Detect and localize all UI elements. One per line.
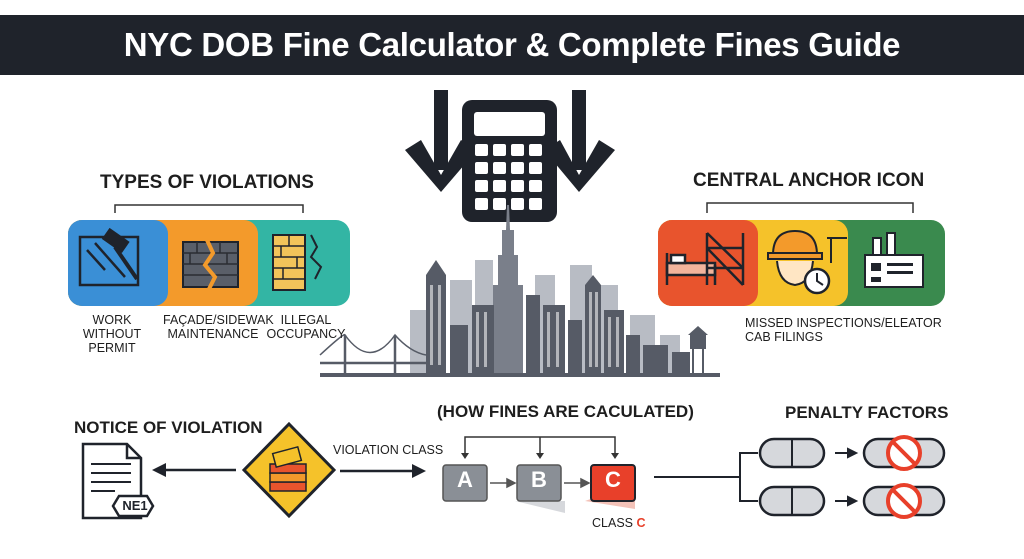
flow-arrow-icon bbox=[490, 477, 591, 489]
arrow-right-icon bbox=[340, 464, 426, 478]
notice-document-icon bbox=[81, 442, 155, 520]
center-graphic bbox=[319, 90, 720, 377]
page-title: NYC DOB Fine Calculator & Complete Fines… bbox=[123, 26, 901, 63]
class-caption-prefix: CLASS bbox=[592, 516, 633, 530]
stamp-badge-icon bbox=[111, 494, 155, 518]
class-a-box bbox=[442, 464, 488, 502]
violation-class-label: VIOLATION CLASS bbox=[333, 443, 444, 457]
blueprint-hammer-icon bbox=[78, 227, 140, 287]
class-caption-letter: C bbox=[636, 516, 646, 530]
title-banner bbox=[0, 15, 1024, 75]
work-without-permit-caption: WORK WITHOUT PERMIT bbox=[82, 313, 142, 355]
violation-types-panel bbox=[68, 204, 350, 306]
no-sign-icon bbox=[886, 435, 922, 519]
class-b-box bbox=[516, 464, 562, 502]
stamp-text: NE1 bbox=[122, 498, 148, 513]
down-arrow-right-icon bbox=[544, 90, 615, 192]
warning-diamond-icon bbox=[241, 421, 337, 519]
calculator-icon bbox=[462, 100, 557, 222]
class-c-label: C bbox=[605, 467, 621, 492]
class-a-label: A bbox=[457, 467, 473, 492]
small-arrow-icon bbox=[835, 447, 859, 507]
illegal-occupancy-caption: ILLEGAL OCCUPANCY bbox=[266, 313, 346, 341]
cracked-brick-wall-icon bbox=[272, 234, 323, 291]
bed-scaffold-icon bbox=[665, 232, 745, 286]
arrow-left-icon bbox=[152, 463, 236, 477]
penalty-factors-heading: PENALTY FACTORS bbox=[785, 403, 949, 422]
how-fines-heading: (HOW FINES ARE CACULATED) bbox=[437, 402, 694, 421]
worker-clock-icon bbox=[767, 229, 847, 295]
facade-maintenance-caption: FAÇADE/SIDEWAK MAINTENANCE bbox=[163, 313, 274, 341]
cracked-wall-icon bbox=[182, 239, 239, 290]
types-of-violations-heading: TYPES OF VIOLATIONS bbox=[100, 172, 314, 193]
central-anchor-heading: CENTRAL ANCHOR ICON bbox=[693, 170, 925, 191]
class-c-box bbox=[590, 464, 636, 502]
class-b-label: B bbox=[531, 467, 547, 492]
class-flow-diagram bbox=[442, 436, 636, 513]
notice-of-violation-heading: NOTICE OF VIOLATION bbox=[74, 418, 263, 437]
penalty-factors-diagram bbox=[654, 435, 946, 519]
factory-icon bbox=[864, 232, 924, 288]
missed-inspections-caption: MISSED INSPECTIONS/ELEATOR CAB FILINGS bbox=[745, 316, 942, 344]
class-c-caption: CLASS C bbox=[592, 516, 646, 530]
anchor-icons-panel bbox=[658, 202, 945, 306]
down-arrow-left-icon bbox=[405, 90, 477, 192]
nyc-skyline-icon bbox=[319, 205, 720, 377]
